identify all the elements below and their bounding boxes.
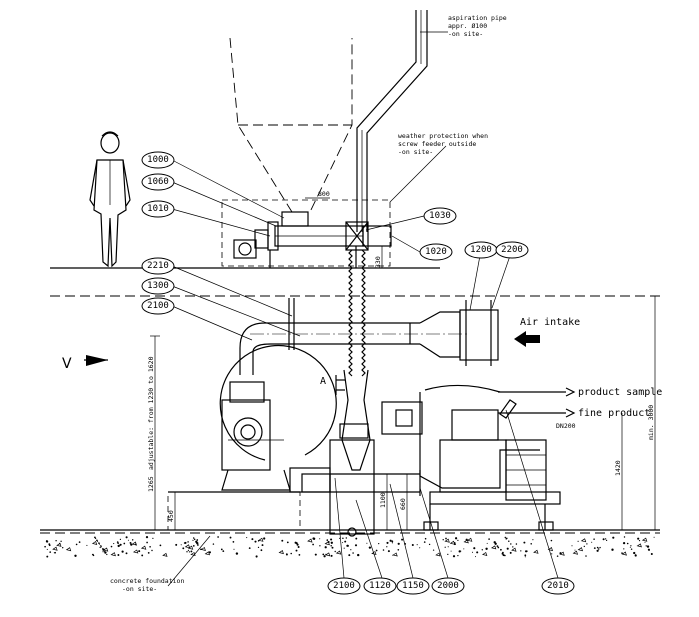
weather-label-2: screw feeder outside bbox=[398, 140, 476, 148]
dim-330: 330 bbox=[374, 256, 382, 268]
person-figure bbox=[89, 131, 131, 268]
callout-2200: 2200 bbox=[495, 241, 529, 259]
concrete-label-1: concrete foundation bbox=[110, 577, 184, 585]
callout-1000: 1000 bbox=[141, 151, 175, 169]
svg-text:1000: 1000 bbox=[147, 155, 169, 165]
svg-text:2000: 2000 bbox=[437, 581, 459, 591]
section-a-mark bbox=[335, 375, 345, 395]
mill-classifier bbox=[381, 384, 561, 531]
callout-2100-top: 2100 bbox=[141, 297, 175, 315]
svg-text:2100: 2100 bbox=[147, 301, 169, 311]
leader-lines bbox=[167, 145, 559, 587]
svg-text:1020: 1020 bbox=[425, 247, 447, 257]
dn200-label: DN200 bbox=[556, 422, 576, 430]
concrete-label-2: -on site- bbox=[122, 585, 157, 593]
view-v-label: V bbox=[62, 356, 72, 372]
svg-text:1010: 1010 bbox=[147, 204, 169, 214]
svg-text:1200: 1200 bbox=[470, 245, 492, 255]
weather-label-1: weather protection when bbox=[398, 132, 488, 140]
section-a-label: A bbox=[320, 376, 326, 387]
ground bbox=[40, 529, 660, 558]
aspiration-label-3: -on site- bbox=[448, 30, 483, 38]
svg-text:1060: 1060 bbox=[147, 177, 169, 187]
cyclone-assembly bbox=[301, 369, 421, 537]
fine-product-label: fine product bbox=[578, 408, 650, 419]
flexible-hose bbox=[348, 249, 366, 377]
callout-1060: 1060 bbox=[141, 173, 175, 191]
dim-adjustable: adjustable: from 1230 to 1620 bbox=[147, 356, 155, 470]
callout-1200: 1200 bbox=[464, 241, 498, 259]
dim-660: 660 bbox=[399, 498, 407, 510]
aspiration-label-2: appr. Ø100 bbox=[448, 22, 487, 30]
svg-text:2200: 2200 bbox=[501, 245, 523, 255]
weather-protection-box bbox=[221, 199, 391, 267]
callout-1010: 1010 bbox=[141, 200, 175, 218]
main-air-pipe bbox=[239, 298, 499, 375]
svg-text:2010: 2010 bbox=[547, 581, 569, 591]
callout-2000: 2000 bbox=[431, 577, 465, 595]
dim-450: 450 bbox=[167, 510, 175, 522]
svg-text:1150: 1150 bbox=[402, 581, 424, 591]
hopper-outline bbox=[229, 37, 353, 213]
svg-text:2100: 2100 bbox=[333, 581, 355, 591]
fan-unit bbox=[219, 344, 337, 493]
dim-min-3000: min. 3000 bbox=[647, 405, 655, 440]
callout-1150: 1150 bbox=[396, 577, 430, 595]
callout-2210: 2210 bbox=[141, 257, 175, 275]
dim-800: 800 bbox=[318, 190, 330, 198]
rotary-valve bbox=[345, 221, 369, 251]
svg-text:1300: 1300 bbox=[147, 281, 169, 291]
callout-1030: 1030 bbox=[423, 207, 457, 225]
product-arrows bbox=[520, 387, 576, 418]
air-intake-label: Air intake bbox=[520, 317, 580, 328]
aspiration-label-1: aspiration pipe bbox=[448, 14, 507, 22]
weather-label-3: -on site- bbox=[398, 148, 433, 156]
callout-2010: 2010 bbox=[541, 577, 575, 595]
callout-1300: 1300 bbox=[141, 277, 175, 295]
svg-text:1030: 1030 bbox=[429, 211, 451, 221]
callout-1120: 1120 bbox=[363, 577, 397, 595]
dim-1420: 1420 bbox=[614, 460, 622, 476]
dim-1100: 1100 bbox=[379, 492, 387, 508]
callout-1020: 1020 bbox=[419, 243, 453, 261]
dimension-lines bbox=[150, 197, 656, 530]
svg-text:1120: 1120 bbox=[369, 581, 391, 591]
product-sample-label: product sample bbox=[578, 387, 662, 398]
svg-text:2210: 2210 bbox=[147, 261, 169, 271]
view-v-arrow bbox=[84, 355, 108, 366]
callout-2100-bottom: 2100 bbox=[327, 577, 361, 595]
dim-1265: 1265 bbox=[147, 476, 155, 492]
screw-feeder bbox=[233, 211, 392, 268]
aspiration-pipe bbox=[356, 10, 448, 232]
air-intake-arrow bbox=[514, 331, 540, 347]
fan-foundation bbox=[167, 491, 301, 531]
